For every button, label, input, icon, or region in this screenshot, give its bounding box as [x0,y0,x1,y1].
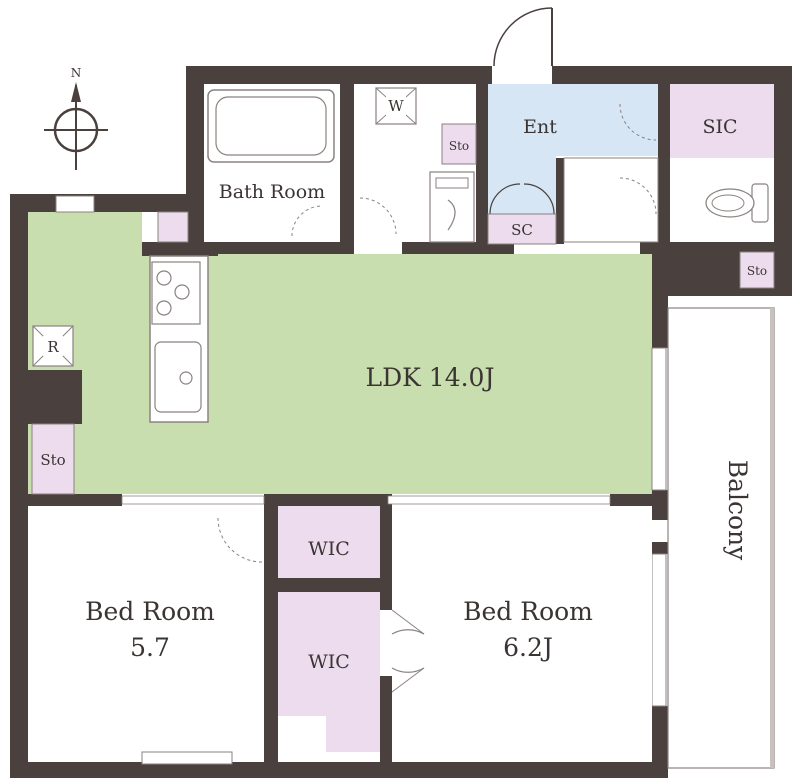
toilet-icon [705,183,769,223]
storage-left [31,423,75,495]
wic-double-door [391,609,425,693]
bathtub [207,89,335,163]
window-ldk-right [651,347,667,491]
bedroom-left-size: 5.7 [130,633,170,662]
walk-in-closet-lower [278,592,380,752]
washer-label: W [388,97,404,115]
refrigerator-label: R [47,338,59,356]
refrigerator: R [32,325,74,367]
bedroom-right-size: 6.2J [503,633,553,662]
entrance-label: Ent [523,116,557,138]
walk-in-closet-upper-label: WIC [308,538,350,560]
shoe-closet-label: SC [511,221,533,239]
ldk-room [28,212,652,494]
door-swing-hall-left [489,183,521,215]
bedroom-right-name: Bed Room [463,597,593,626]
shoe-closet [487,213,557,245]
toilet-door-swing [619,177,657,215]
ldk-bed-right-opening [387,495,611,505]
balcony [667,307,775,769]
storage-bath-label: Sto [449,139,469,153]
storage-toilet [739,251,775,289]
storage-ldk-top [157,211,189,243]
bed-left-door-swing [217,517,263,563]
door-swing-hall-right [523,183,555,215]
washer: W [375,87,417,125]
entry-door [492,7,553,68]
wash-door-swing [359,197,397,235]
shoe-in-closet-label: SIC [702,116,737,138]
sic-door-swing [619,103,657,141]
walls [10,66,792,778]
bedroom-left-name: Bed Room [85,597,215,626]
window-bed-left [141,751,233,765]
ldk-label: LDK 14.0J [366,363,495,392]
window-ldk [55,195,95,213]
balcony-label: Balcony [723,460,752,561]
ldk-bed-left-opening [121,495,265,505]
walk-in-closet-upper [278,506,380,578]
walk-in-closet-lower-label: WIC [308,651,350,673]
storage-bath [441,123,477,165]
bedroom-left [28,506,264,762]
hallway [563,157,659,243]
storage-left-label: Sto [40,451,65,469]
bath-door-swing [291,205,323,237]
window-bed-right [651,553,667,707]
wash-basin [429,171,475,243]
storage-toilet-label: Sto [747,264,767,278]
bedroom-right [392,506,652,762]
compass-icon: N [44,66,108,170]
north-label: N [71,66,82,80]
kitchen-counter [149,255,209,423]
entrance-area [488,84,658,214]
shoe-in-closet [670,84,774,158]
balcony-rail [770,308,774,768]
bath-room-label: Bath Room [219,181,325,203]
